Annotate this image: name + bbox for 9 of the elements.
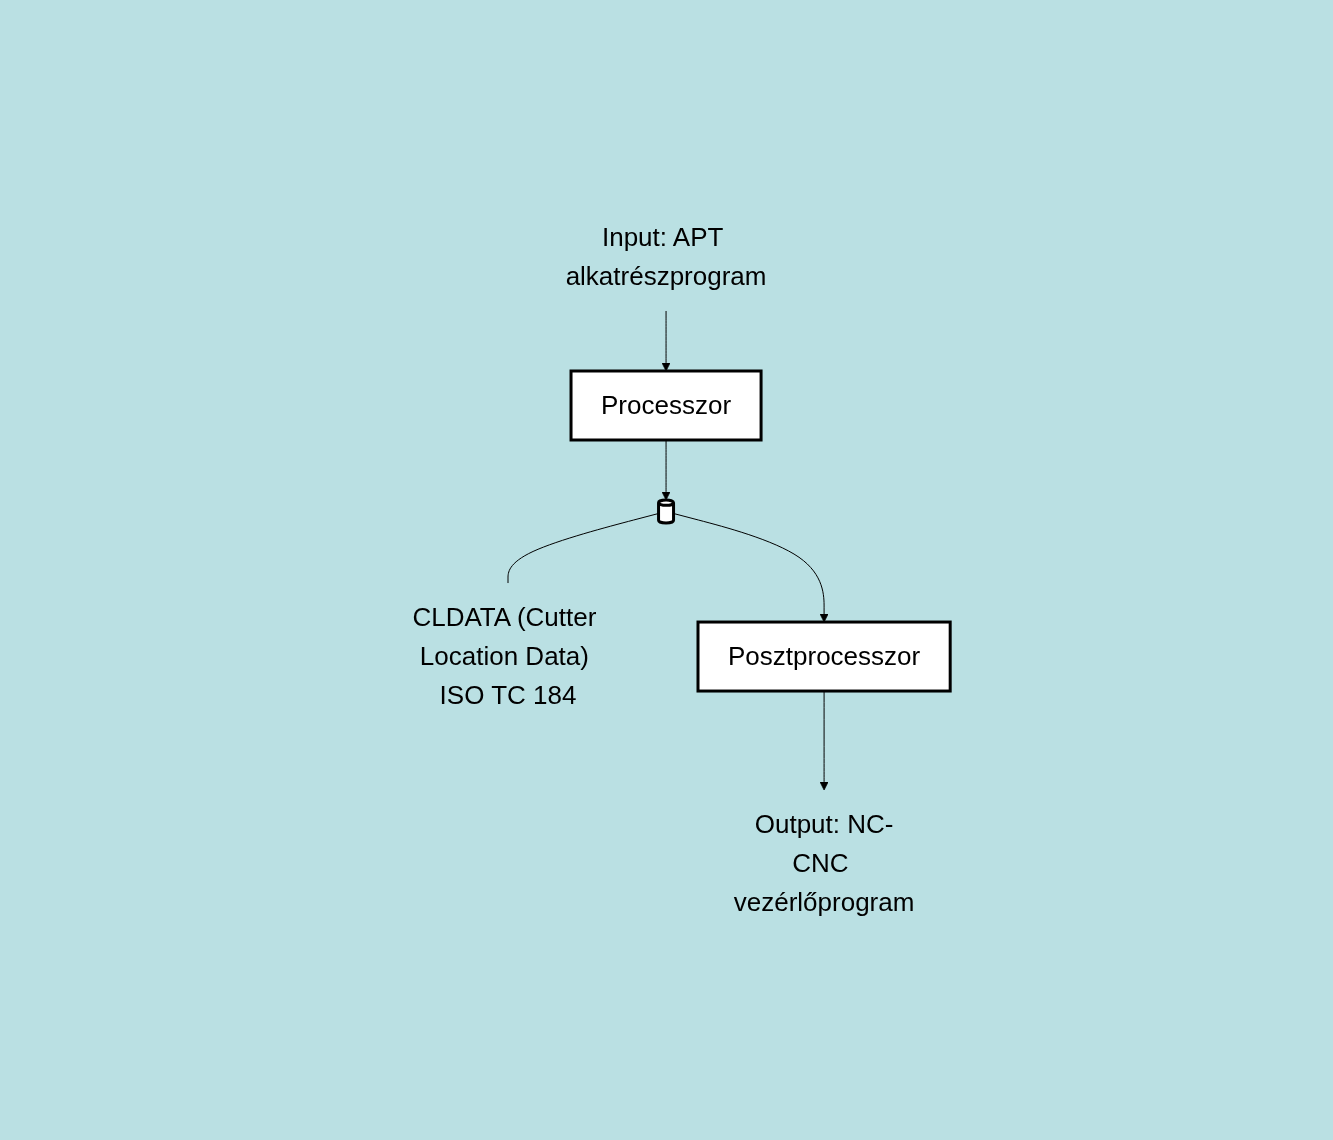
arrow <box>673 512 829 623</box>
node-text: CLDATA (Cutter Location Data) ISO TC 184 <box>412 602 597 711</box>
node-text: Output: NC-CNC vezérlőprogram <box>734 809 915 918</box>
connector <box>507 512 660 584</box>
node-text: Input: APT alkatrészprogram <box>566 221 767 291</box>
node-cylinder <box>657 498 676 525</box>
node-box: Posztprocesszor <box>696 620 953 693</box>
node-box: Processzor <box>570 369 763 442</box>
arrow <box>662 439 671 501</box>
